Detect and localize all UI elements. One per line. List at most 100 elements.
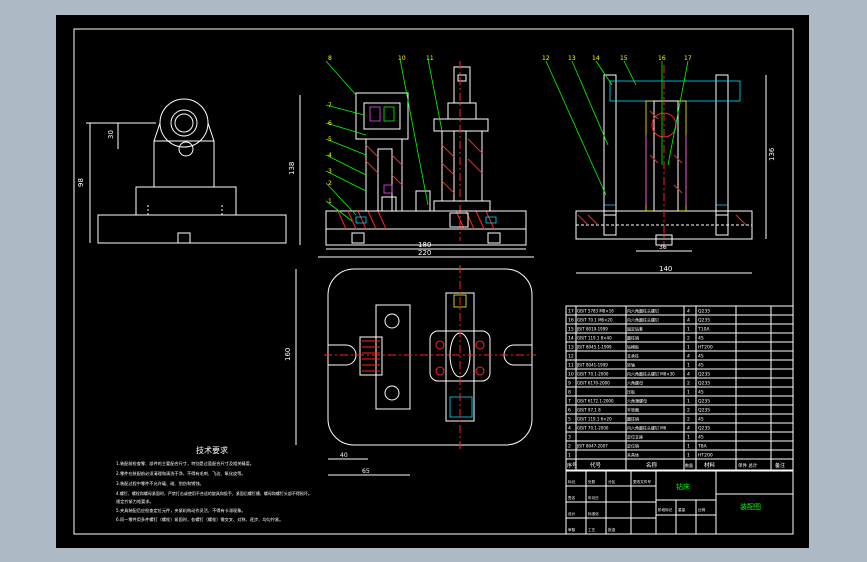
bom-row-no: 16 [568,318,574,324]
bom-row-no: 4 [568,426,571,432]
title-design: 钻床 [676,482,690,491]
bom-header-code: 代号 [590,461,602,469]
title-block: 钻床 装配图 标记处数分区更改文件号签名年月日设计标准化审核工艺批准阶段标记重量… [565,469,794,535]
bom-row-name: 内六角圆柱头螺钉 M8×30 [627,371,675,377]
dim-front-220: 220 [418,249,431,257]
bom-row-no: 13 [568,345,574,351]
tech-line-1: 1.装配前检查零、部件的主要配合尺寸，特别是过盈配合尺寸及相关精度。 [116,460,254,467]
balloon-13: 13 [568,55,576,62]
dim-side-36: 36 [659,244,667,251]
bom-row-name: 内六角圆柱头螺钉 M6 [627,425,667,431]
bom-row-no: 8 [568,390,571,396]
dim-side-140: 140 [659,265,672,273]
bom-row-no: 11 [568,363,574,369]
title-block-label: 工艺 [588,527,596,532]
bom-row-material: 45 [698,390,704,396]
title-block-label: 处数 [588,479,596,484]
bom-header-no: 序号 [567,462,577,469]
bom-row-name: 定位支座 [627,434,643,440]
tech-line-6: 5.夹具装配后应检查定位元件，夹紧机构动作灵活，不得有卡滞现象。 [116,507,246,514]
bom-row-no: 3 [568,435,571,441]
bom-row-no: 12 [568,354,574,360]
bom-row-name: 转轴 [627,362,635,368]
tech-line-4: 4.螺钉、螺栓和螺母紧固时，严禁打击或使用不合适的旋具和扳手，紧固后螺钉槽、螺母… [116,490,312,496]
bom-row-code: GB/T 119.1 8×40 [577,336,612,341]
bom-row-material: Q235 [698,426,710,432]
bom-row-code: JB/T 8047-2007 [576,444,608,449]
dim-front-138: 138 [288,162,296,175]
bom-row-qty: 2 [687,381,690,387]
bom-row-material: Q235 [698,408,710,414]
bom-row-qty: 2 [687,408,690,414]
balloon-11: 11 [426,55,434,62]
tech-line-5: 规定拧紧力矩要求。 [116,498,154,505]
bom-row-no: 2 [568,444,571,450]
bom-row-material: 45 [698,435,704,441]
bom-row-no: 14 [568,336,574,342]
drawing-border [73,28,794,535]
title-block-label: 阶段标记 [658,507,673,512]
bom-row-name: 圆柱销 [627,416,639,422]
bom-row-qty: 4 [687,309,690,315]
bom-row-qty: 1 [687,453,690,459]
title-block-label: 审核 [568,527,576,532]
balloon-4: 4 [328,152,332,159]
title-block-label: 更改文件号 [633,479,651,484]
bom-row-material: 45 [698,417,704,423]
balloon-2: 2 [328,180,332,187]
tech-line-3: 3.装配过程中零件不允许磕、碰、划伤和锈蚀。 [116,480,204,487]
bom-row-no: 7 [568,399,571,405]
drawing-frame: 98 30 138 [56,15,809,548]
bom-row-name: 固定钻套 [627,326,643,332]
balloon-8: 8 [328,55,332,62]
dim-left-98: 98 [77,178,85,187]
bom-row-code: JB/T 8019-1999 [576,327,608,332]
bom-row-no: 6 [568,408,571,414]
bom-row-name: 压板 [627,389,635,395]
balloon-16: 16 [658,55,666,62]
balloon-5: 5 [328,136,332,143]
bom-row-qty: 2 [687,417,690,423]
balloon-6: 6 [328,120,332,127]
bom-row-qty: 4 [687,426,690,432]
bom-row-material: HT200 [698,345,713,351]
left-view: 98 30 [77,98,287,244]
bom-row-qty: 4 [687,354,690,360]
dim-plan-40: 40 [340,452,348,459]
title-block-label: 年月日 [588,495,599,500]
bom-row-qty: 1 [687,327,690,333]
dim-front-180: 180 [418,241,431,249]
bom-row-name: 夹具体 [627,452,639,458]
title-block-label: 批准 [608,527,616,532]
bom-row-code: GB/T 6170-2000 [577,381,610,386]
side-balloons: 12 13 14 15 16 17 [542,55,692,62]
bom-row-code: JB/T 8041-1999 [576,363,608,368]
bom-row-code: GB/T 5783 M8×16 [577,309,614,314]
dim-plan-65: 65 [362,468,370,475]
cad-drawing-canvas: 98 30 138 [73,28,794,535]
bom-header-qty: 数量 [685,462,693,468]
bom-row-material: Q235 [698,309,710,315]
bom-row-code: GB/T 70.1-2000 [577,426,609,431]
bom-row-qty: 4 [687,372,690,378]
dim-left-30: 30 [107,130,115,139]
bom-row-qty: 4 [687,318,690,324]
bom-header-weight: 单件 总计 [738,462,758,469]
bom-row-no: 15 [568,327,574,333]
bom-row-name: 定位销 [627,443,639,449]
bom-row-material: HT200 [698,453,713,459]
balloon-15: 15 [620,55,628,62]
bom-row-name: 内六角圆柱头螺钉 [627,317,659,323]
bom-row-qty: 1 [687,444,690,450]
bom-row-qty: 1 [687,345,690,351]
plan-view: 160 40 65 [284,265,536,476]
bom-row-code: GB/T 70.1-2000 [577,372,609,377]
title-drawing-name: 装配图 [740,502,761,511]
front-view: 138 180 220 [288,58,534,258]
bom-row-material: Q235 [698,318,710,324]
balloon-14: 14 [592,55,600,62]
bom-row-material: Q235 [698,372,710,378]
bom-row-code: GB/T 97.1 8 [577,408,601,413]
balloon-12: 12 [542,55,550,62]
balloon-7: 7 [328,102,332,109]
